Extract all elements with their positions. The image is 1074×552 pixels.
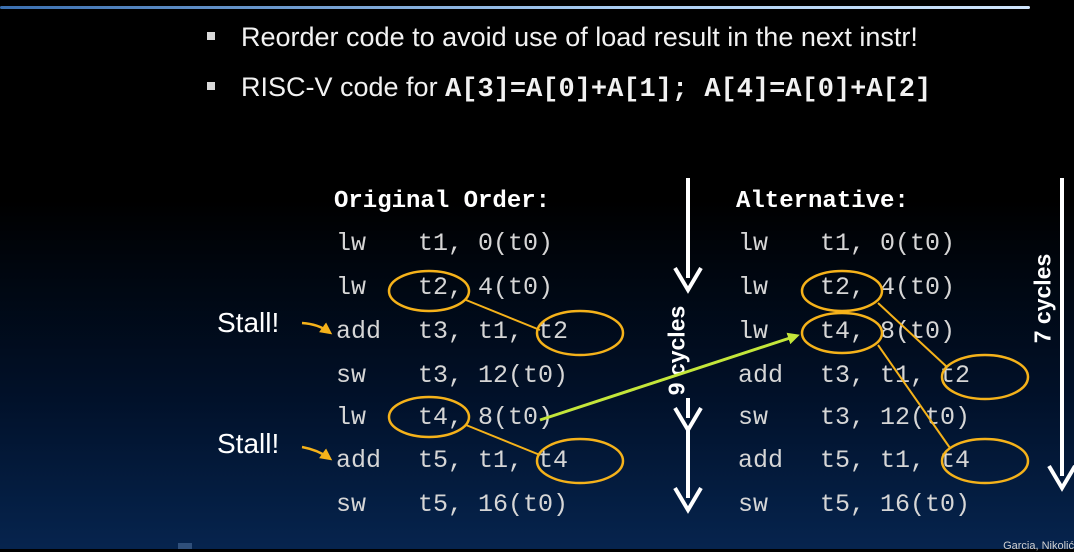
original-args-7: t5, 16(t0) — [418, 490, 569, 519]
bullet-code: A[3]=A[0]+A[1]; A[4]=A[0]+A[2] — [445, 75, 932, 105]
bullet-reorder: Reorder code to avoid use of load result… — [207, 22, 918, 53]
highlight-ellipse — [800, 269, 884, 313]
alternative-args-1: t1, 0(t0) — [820, 229, 956, 258]
alternative-heading: Alternative: — [736, 188, 909, 215]
original-op-7: sw — [336, 490, 367, 519]
cycles-arrowhead-left-top — [673, 266, 703, 294]
bullet-riscv: RISC-V code for A[3]=A[0]+A[1]; A[4]=A[0… — [207, 72, 931, 105]
dependency-line — [877, 302, 948, 368]
original-op-5: lw — [336, 403, 367, 432]
title-underline — [0, 6, 1030, 9]
alternative-args-2: t2, 4(t0) — [820, 273, 956, 302]
highlight-ellipse — [940, 437, 1030, 485]
original-args-5: t4, 8(t0) — [418, 403, 554, 432]
stall-arrow-1 — [301, 321, 333, 335]
original-op-4: sw — [336, 361, 367, 390]
original-heading: Original Order: — [334, 188, 551, 215]
highlight-ellipse — [387, 269, 471, 313]
reorder-arrow — [539, 332, 800, 422]
bullet-marker — [207, 31, 215, 40]
original-op-2: lw — [336, 273, 367, 302]
bullet-prefix: RISC-V code for — [241, 72, 446, 102]
original-args-2: t2, 4(t0) — [418, 273, 554, 302]
original-op-3: add — [336, 317, 382, 346]
bullet-marker — [207, 81, 215, 90]
stall-label-1: Stall! — [217, 307, 280, 338]
original-args-3: t3, t1, t2 — [418, 317, 569, 346]
alternative-op-4: add — [738, 361, 784, 390]
original-args-4: t3, 12(t0) — [418, 361, 569, 390]
alternative-op-2: lw — [738, 273, 769, 302]
highlight-ellipse — [940, 353, 1030, 401]
original-op-6: add — [336, 446, 382, 475]
highlight-ellipse — [800, 311, 884, 355]
alternative-args-4: t3, t1, t2 — [820, 361, 971, 390]
alternative-op-7: sw — [738, 490, 769, 519]
bullet-text: Reorder code to avoid use of load result… — [241, 22, 918, 52]
credit-text: Garcia, Nikolić — [1003, 540, 1074, 552]
alternative-op-5: sw — [738, 403, 769, 432]
cycles-arrowhead-right — [1047, 464, 1074, 492]
cycles-arrowhead-left-bottom — [673, 486, 703, 514]
stall-arrow-2 — [301, 445, 333, 461]
highlight-ellipse — [535, 437, 625, 485]
dependency-line — [465, 299, 541, 331]
alternative-op-1: lw — [738, 229, 769, 258]
logo-fragment — [178, 543, 192, 549]
original-args-1: t1, 0(t0) — [418, 229, 554, 258]
original-args-6: t5, t1, t4 — [418, 446, 569, 475]
original-op-1: lw — [336, 229, 367, 258]
alternative-args-5: t3, 12(t0) — [820, 403, 971, 432]
alternative-op-3: lw — [738, 317, 769, 346]
dependency-line — [877, 344, 951, 449]
stall-label-2: Stall! — [217, 428, 280, 459]
alternative-args-6: t5, t1, t4 — [820, 446, 971, 475]
alternative-op-6: add — [738, 446, 784, 475]
dependency-line — [465, 424, 541, 456]
highlight-ellipse — [535, 309, 625, 357]
highlight-ellipse — [387, 395, 471, 439]
alternative-args-3: t4, 8(t0) — [820, 317, 956, 346]
alternative-args-7: t5, 16(t0) — [820, 490, 971, 519]
